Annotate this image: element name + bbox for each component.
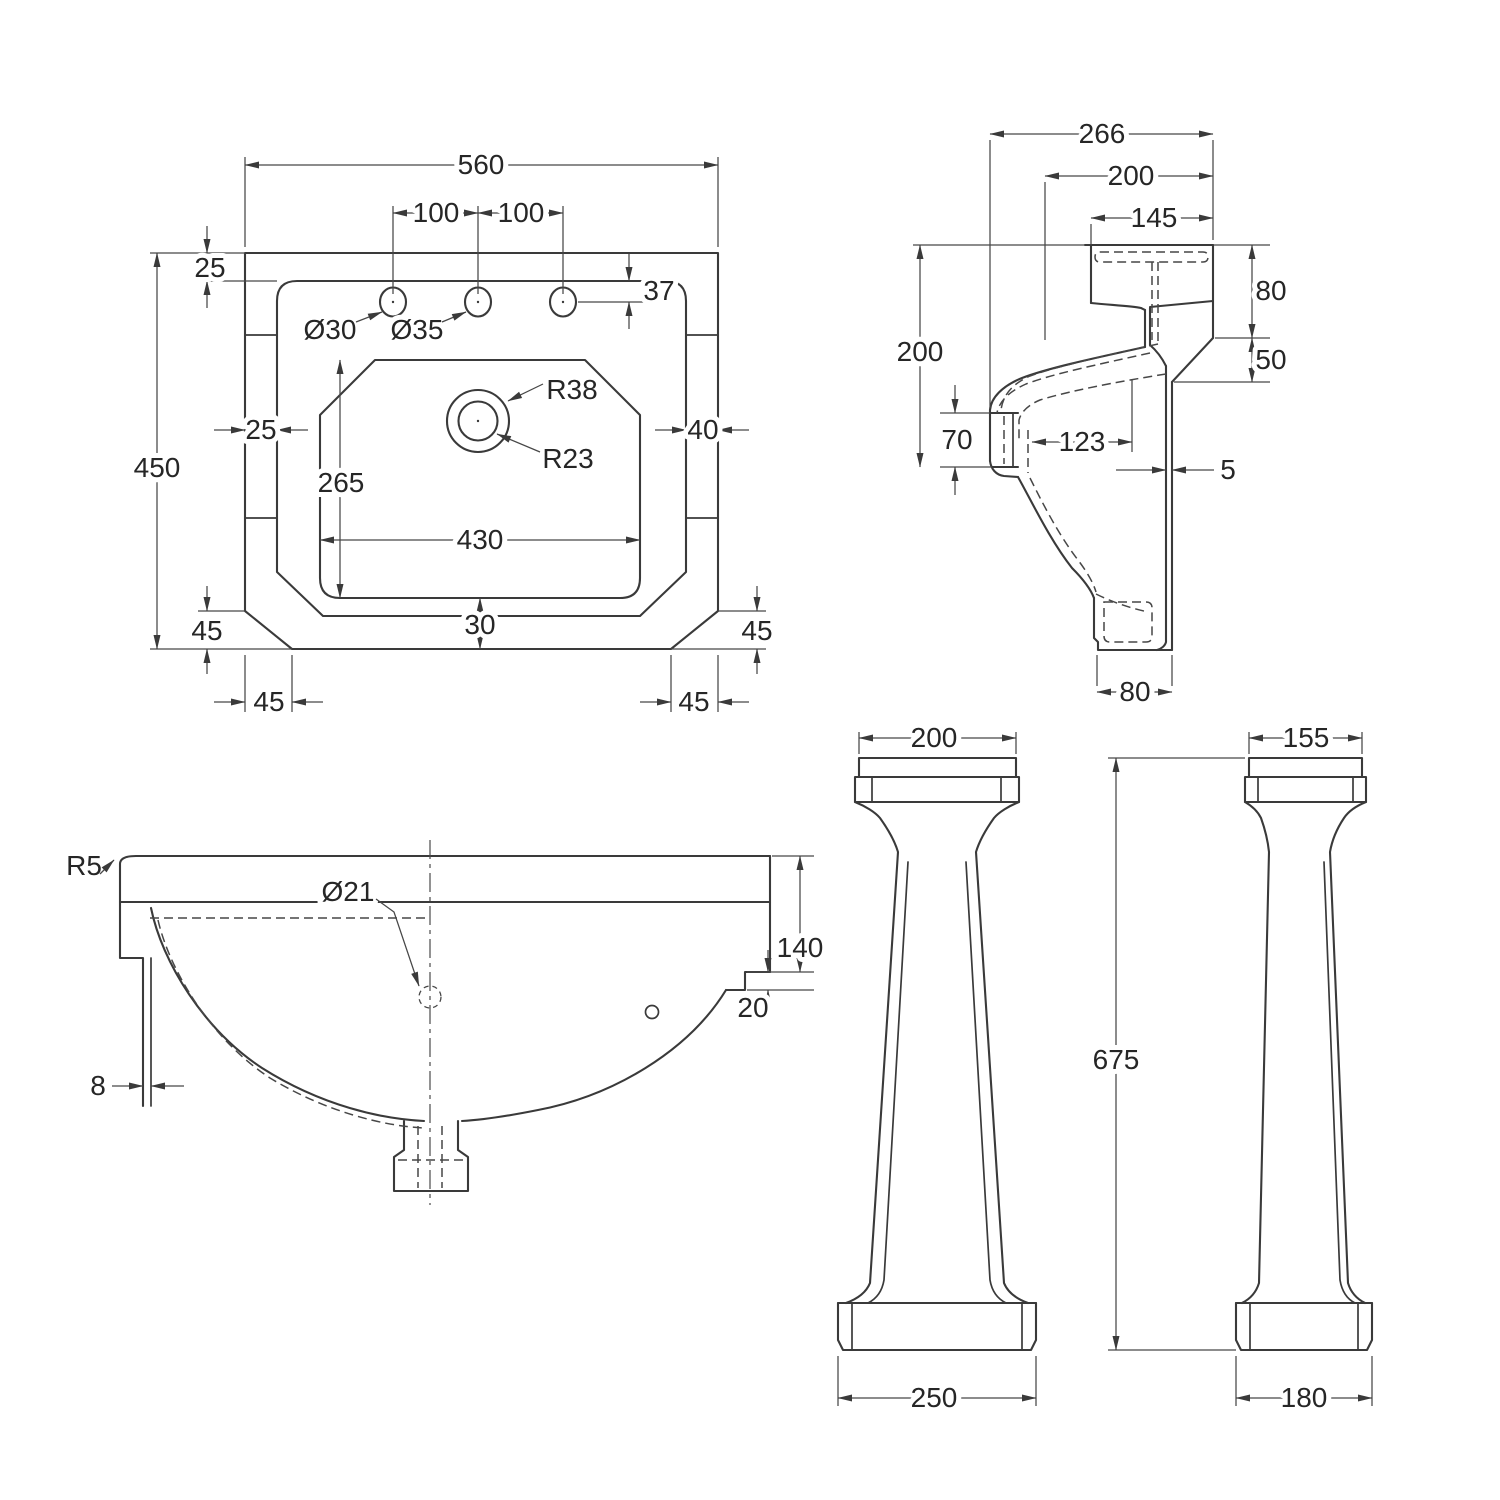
dim-hole-pitch-left: 100 <box>413 197 460 228</box>
pedestal-side-outline <box>1234 756 1374 1352</box>
waste-hole <box>445 388 511 454</box>
dim-overall-width: 560 <box>458 149 505 180</box>
dim-ledge-thickness: 20 <box>737 992 768 1023</box>
dim-pedestal-side-base-width: 180 <box>1281 1382 1328 1413</box>
pedestal-side-view: 155 180 675 <box>1088 717 1374 1418</box>
basin-front-outline <box>118 854 772 1193</box>
dim-side-overall-depth: 266 <box>1079 118 1126 149</box>
basin-plan-dimensions: 560 100 100 25 450 37 Ø30 <box>129 144 778 722</box>
dim-hole-center-offset: 37 <box>643 275 674 306</box>
dim-pedestal-height: 675 <box>1093 1044 1140 1075</box>
dim-bowl-width: 430 <box>457 524 504 555</box>
dim-rim-offset-right: 40 <box>687 414 718 445</box>
dim-corner-cut-h-right: 45 <box>678 686 709 717</box>
pedestal-front-view: 200 250 <box>836 717 1038 1418</box>
dim-hole-pitch-right: 100 <box>498 197 545 228</box>
dim-corner-cut-h-left: 45 <box>253 686 284 717</box>
label-rim-radius: R5 <box>66 850 102 881</box>
dim-pedestal-top-width: 200 <box>911 722 958 753</box>
dim-pedestal-base-width: 250 <box>911 1382 958 1413</box>
dim-ledge-depth: 200 <box>1108 160 1155 191</box>
label-tap-hole-large: Ø35 <box>391 314 444 345</box>
basin-side-hidden-lines <box>996 251 1209 643</box>
dim-apron-drop: 50 <box>1255 344 1286 375</box>
label-waste-hole: R23 <box>542 443 593 474</box>
dim-flange-width: 145 <box>1131 202 1178 233</box>
dim-corner-cut-v-left: 45 <box>191 615 222 646</box>
dim-front-height: 140 <box>777 932 824 963</box>
basin-side-dimensions: 266 200 145 80 50 200 70 <box>892 113 1292 712</box>
pedestal-front-outline <box>836 756 1038 1352</box>
dim-outlet-offset: 123 <box>1059 426 1106 457</box>
dim-rim-offset-left: 25 <box>245 414 276 445</box>
dim-rim-offset-top: 25 <box>194 252 225 283</box>
label-tap-hole-small: Ø30 <box>304 314 357 345</box>
pedestal-side-dimensions: 155 180 675 <box>1088 717 1373 1418</box>
label-waste-recess: R38 <box>546 374 597 405</box>
dim-corner-cut-v-right: 45 <box>741 615 772 646</box>
label-overflow-diameter: Ø21 <box>322 876 375 907</box>
dim-apron-thickness: 5 <box>1220 454 1236 485</box>
basin-side-outline <box>913 243 1270 652</box>
basin-front-section-view: R5 Ø21 140 20 8 <box>61 840 828 1205</box>
basin-front-dimensions: R5 Ø21 140 20 8 <box>61 845 828 1106</box>
dim-slot-height: 70 <box>941 424 972 455</box>
basin-front-hidden-lines <box>150 917 464 1188</box>
dim-pedestal-side-top-width: 155 <box>1283 722 1330 753</box>
dim-back-height: 200 <box>897 336 944 367</box>
dim-overall-depth: 450 <box>134 452 181 483</box>
basin-side-section-view: 266 200 145 80 50 200 70 <box>892 113 1292 712</box>
dim-skirt-thickness: 8 <box>90 1070 106 1101</box>
pedestal-front-dimensions: 200 250 <box>837 717 1037 1418</box>
dim-outlet-width: 80 <box>1119 676 1150 707</box>
dim-bowl-bottom-gap: 30 <box>464 609 495 640</box>
dim-bowl-depth: 265 <box>318 467 365 498</box>
dim-rim-height: 80 <box>1255 275 1286 306</box>
basin-plan-view: 560 100 100 25 450 37 Ø30 <box>129 144 778 722</box>
